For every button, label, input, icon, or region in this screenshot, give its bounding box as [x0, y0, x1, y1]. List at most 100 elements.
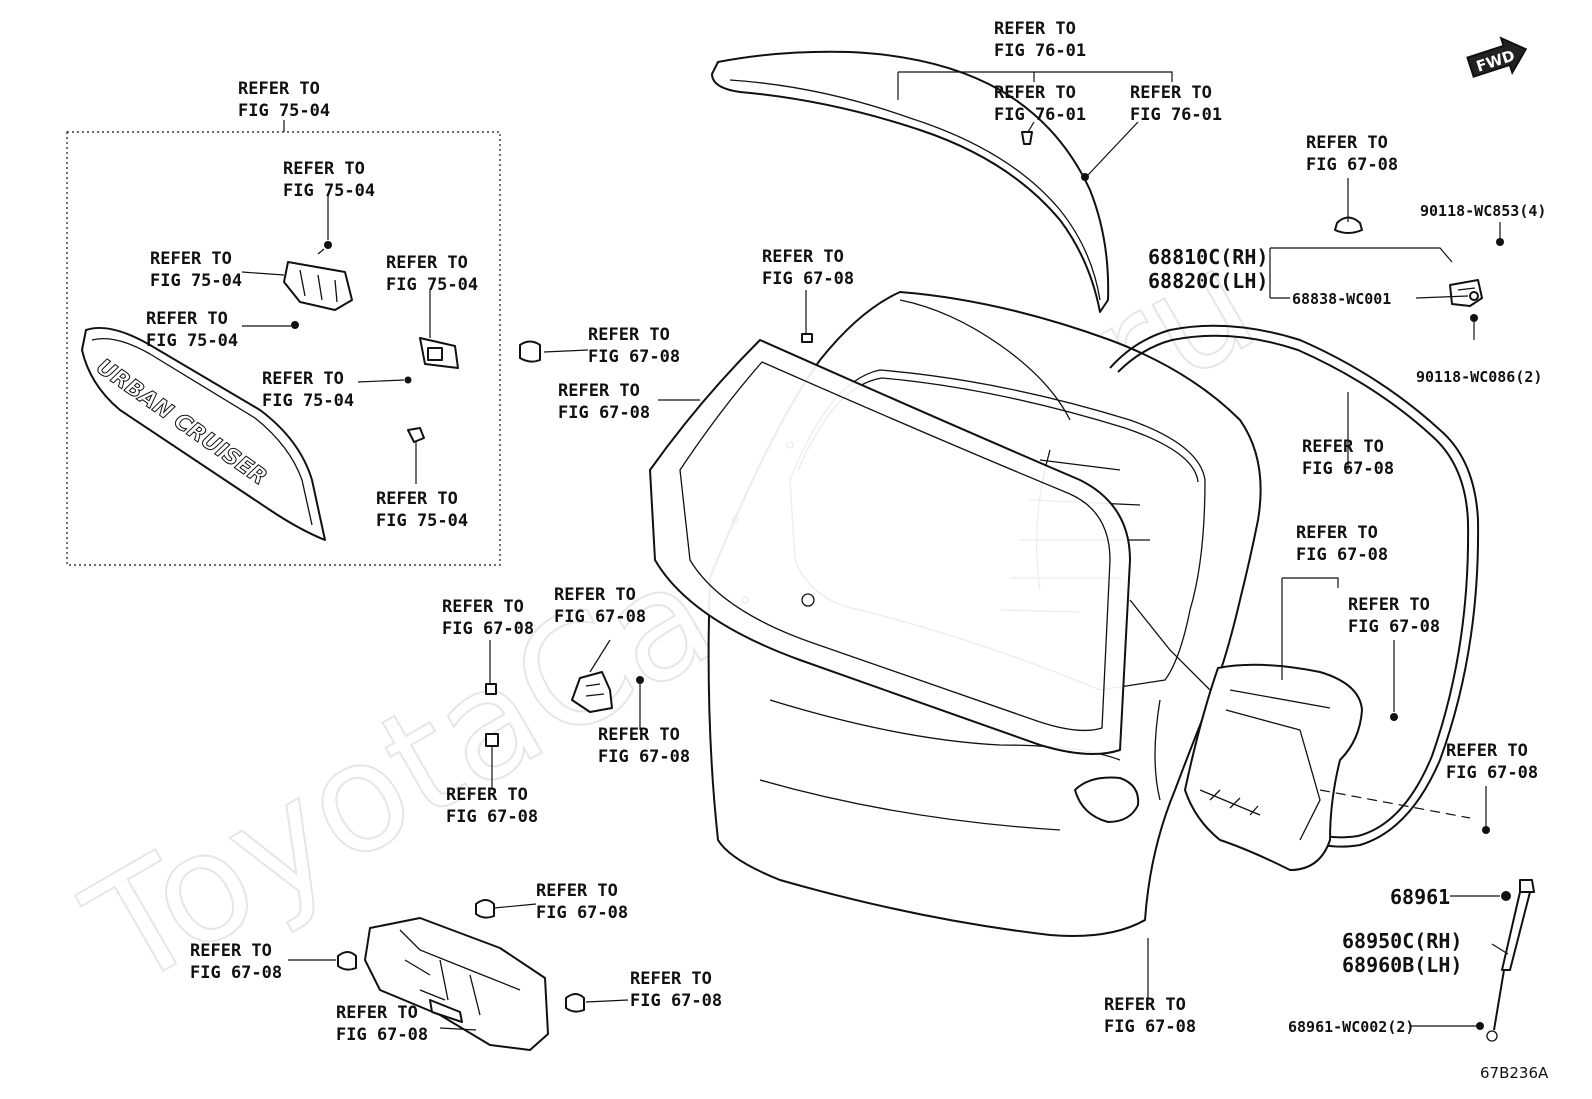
ref-7504-a-l2: FIG 75-04 [283, 181, 375, 201]
ref-7504-e-l2: FIG 75-04 [262, 391, 354, 411]
inset-grommet-icon [407, 427, 425, 443]
ref-7601-top-l2: FIG 76-01 [994, 41, 1086, 61]
bolt-853-icon [1496, 238, 1504, 246]
ref-6708-n-l1: REFER TO [536, 881, 618, 901]
ref-7504-b-l2: FIG 75-04 [150, 271, 242, 291]
leader-lines [288, 71, 1509, 1031]
ref-6708-q-l2: FIG 67-08 [336, 1025, 428, 1045]
part-bolt-853: 90118-WC853(4) [1420, 202, 1546, 220]
ref-6708-o-l2: FIG 67-08 [190, 963, 282, 983]
ref-6708-i-l1: REFER TO [1104, 995, 1186, 1015]
part-bolt-c002: 68961-WC002(2) [1288, 1018, 1414, 1036]
ref-6708-m-l1: REFER TO [446, 785, 528, 805]
ref-7504-c-l2: FIG 75-04 [386, 275, 478, 295]
ref-6708-g-l1: REFER TO [1348, 595, 1430, 615]
ref-7504-c-l1: REFER TO [386, 253, 468, 273]
part-ball-stud: 68961 [1390, 885, 1450, 909]
part-stay-rh: 68950C(RH) [1342, 929, 1462, 953]
ref-6708-m-l2: FIG 67-08 [446, 807, 538, 827]
ref-6708-c-l1: REFER TO [558, 381, 640, 401]
ball-stud-icon [1501, 891, 1511, 901]
trim-clip-icon [1390, 713, 1398, 721]
ref-6708-f-l2: FIG 67-08 [1296, 545, 1388, 565]
back-door-stay [1486, 879, 1535, 1042]
spoiler-screw-icon [1081, 173, 1089, 181]
part-hinge-lh: 68820C(LH) [1148, 269, 1268, 293]
inset-screw-2-icon [291, 321, 299, 329]
drawing-code: 67B236A [1480, 1064, 1549, 1082]
ref-6708-g-l2: FIG 67-08 [1348, 617, 1440, 637]
ref-6708-i-l2: FIG 67-08 [1104, 1017, 1196, 1037]
ref-7504-f-l2: FIG 75-04 [376, 511, 468, 531]
ref-7504-b-l1: REFER TO [150, 249, 232, 269]
lock-grommet-1-icon [475, 899, 495, 919]
bolt-c002-icon [1476, 1022, 1484, 1030]
ref-6708-h-l1: REFER TO [1446, 741, 1528, 761]
ref-7601-mid-l1: REFER TO [994, 83, 1076, 103]
spoiler-clip-icon [1021, 131, 1033, 145]
back-door-inner-trim [1184, 663, 1363, 871]
ref-6708-e-l1: REFER TO [1302, 437, 1384, 457]
ref-6708-p-l2: FIG 67-08 [630, 991, 722, 1011]
ref-7504-d-l2: FIG 75-04 [146, 331, 238, 351]
part-washer-c001: 68838-WC001 [1292, 290, 1391, 308]
pad-1-icon [485, 683, 497, 695]
part-hinge-rh: 68810C(RH) [1148, 245, 1268, 269]
ref-6708-k-l2: FIG 67-08 [554, 607, 646, 627]
ref-6708-h-l2: FIG 67-08 [1446, 763, 1538, 783]
back-door-weatherstrip [1109, 324, 1480, 848]
rear-spoiler [711, 50, 1110, 313]
ref-7504-e-l1: REFER TO [262, 369, 344, 389]
ref-6708-k-l1: REFER TO [554, 585, 636, 605]
ref-6708-d-l1: REFER TO [1306, 133, 1388, 153]
door-clip-icon [801, 333, 813, 343]
part-stay-lh: 68960B(LH) [1342, 953, 1462, 977]
ref-6708-j-l2: FIG 67-08 [442, 619, 534, 639]
bolt-086-icon [1470, 314, 1478, 322]
ref-6708-b-l2: FIG 67-08 [588, 347, 680, 367]
ref-6708-a-l1: REFER TO [762, 247, 844, 267]
emblem-bracket [283, 261, 353, 311]
ref-6708-p-l1: REFER TO [630, 969, 712, 989]
inset-refer-line2: FIG 75-04 [238, 101, 330, 121]
ref-6708-e-l2: FIG 67-08 [1302, 459, 1394, 479]
fwd-label: FWD [1474, 46, 1517, 75]
pad-2-icon [485, 733, 499, 747]
urban-cruiser-emblem: URBAN CRUISER [81, 326, 326, 541]
door-grommet-icon [519, 340, 541, 363]
trim-clip-2-icon [1482, 826, 1490, 834]
ref-6708-b-l1: REFER TO [588, 325, 670, 345]
part-bolt-086: 90118-WC086(2) [1416, 368, 1542, 386]
ref-7504-f-l1: REFER TO [376, 489, 458, 509]
inset-screw-1-icon [317, 241, 332, 255]
inset-clip-icon [404, 376, 412, 384]
ref-6708-n-l2: FIG 67-08 [536, 903, 628, 923]
ref-6708-f-l1: REFER TO [1296, 523, 1378, 543]
fwd-arrow-icon: FWD [1466, 36, 1528, 78]
inset-refer-line1: REFER TO [238, 79, 320, 99]
back-door-lock [364, 917, 549, 1051]
ref-6708-l-l2: FIG 67-08 [598, 747, 690, 767]
callout-labels: REFER TO FIG 76-01 REFER TO FIG 76-01 RE… [146, 19, 1538, 1045]
back-window-garnish [649, 339, 1131, 755]
handle-nut-icon [636, 676, 644, 684]
ref-6708-l-l1: REFER TO [598, 725, 680, 745]
back-door-handle [571, 671, 613, 713]
ref-7601-right-l2: FIG 76-01 [1130, 105, 1222, 125]
ref-7601-top-l1: REFER TO [994, 19, 1076, 39]
lock-grommet-2-icon [337, 951, 357, 971]
ref-7601-mid-l2: FIG 76-01 [994, 105, 1086, 125]
lock-grommet-3-icon [565, 993, 585, 1013]
ref-6708-d-l2: FIG 67-08 [1306, 155, 1398, 175]
ref-6708-c-l2: FIG 67-08 [558, 403, 650, 423]
ref-7504-d-l1: REFER TO [146, 309, 228, 329]
ref-6708-a-l2: FIG 67-08 [762, 269, 854, 289]
washer-c001-icon [1469, 291, 1479, 301]
part-number-labels: 68810C(RH) 68820C(LH) 90118-WC853(4) 688… [1148, 202, 1549, 1082]
ref-6708-o-l1: REFER TO [190, 941, 272, 961]
ref-6708-q-l1: REFER TO [336, 1003, 418, 1023]
ref-6708-j-l1: REFER TO [442, 597, 524, 617]
emblem-switch [419, 337, 459, 369]
ref-7504-a-l1: REFER TO [283, 159, 365, 179]
